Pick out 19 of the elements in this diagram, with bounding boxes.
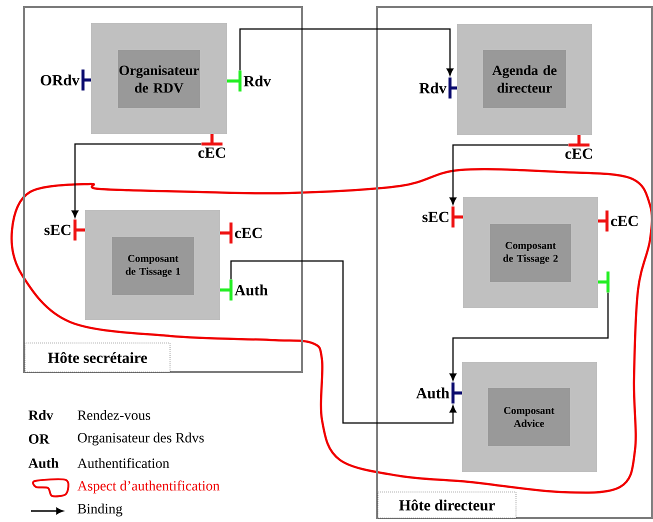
component-box: Organisateur de RDV: [91, 23, 227, 134]
arrow: [72, 143, 202, 218]
legend-key: Rdv: [28, 410, 54, 420]
legend-text: Aspect d’authentification: [77, 480, 220, 494]
arrow: [450, 292, 609, 381]
legend-text: Authentification: [77, 458, 170, 468]
legend-text: Organisateur des Rdvs: [78, 432, 204, 446]
legend-text: Binding: [78, 504, 122, 516]
arrow: [230, 260, 456, 424]
arrow: [239, 28, 454, 76]
legend-key: Auth: [28, 458, 59, 468]
component-box: Composant de Tissage 2: [463, 197, 598, 308]
legend-key: OR: [28, 434, 50, 444]
component-box: Agenda de directeur: [457, 24, 592, 135]
arrow: [450, 144, 568, 205]
component-box: Composant Advice: [462, 362, 597, 472]
component-box: Composant de Tissage 1: [85, 210, 220, 320]
legend-text: Rendez-vous: [78, 410, 150, 420]
port-symbol: [598, 272, 610, 292]
